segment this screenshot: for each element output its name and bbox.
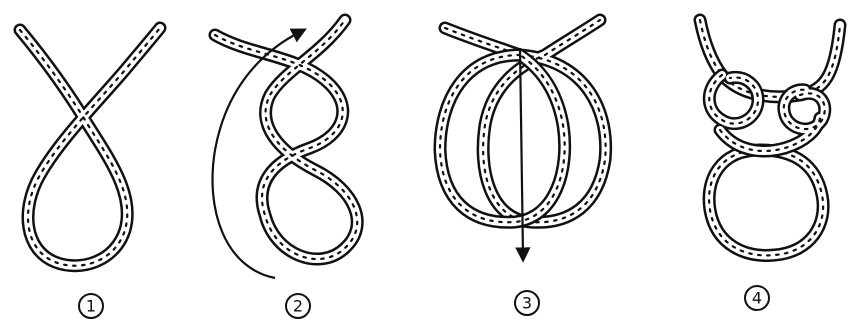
step-label-2: 2 [286,294,310,318]
step-label-3: 3 [515,291,539,315]
step-4-figure [700,20,840,255]
step-label-1: 1 [79,294,103,318]
rope [20,28,160,266]
step-label-4: 4 [745,286,769,310]
rope [700,20,840,255]
step-number: 3 [522,294,532,313]
step-number: 4 [752,289,762,308]
step-1-figure [20,28,160,266]
step-3-figure [440,20,606,255]
step-number: 1 [86,297,96,316]
step-number: 2 [293,297,303,316]
rope [215,20,357,259]
step-2-figure [213,20,358,278]
